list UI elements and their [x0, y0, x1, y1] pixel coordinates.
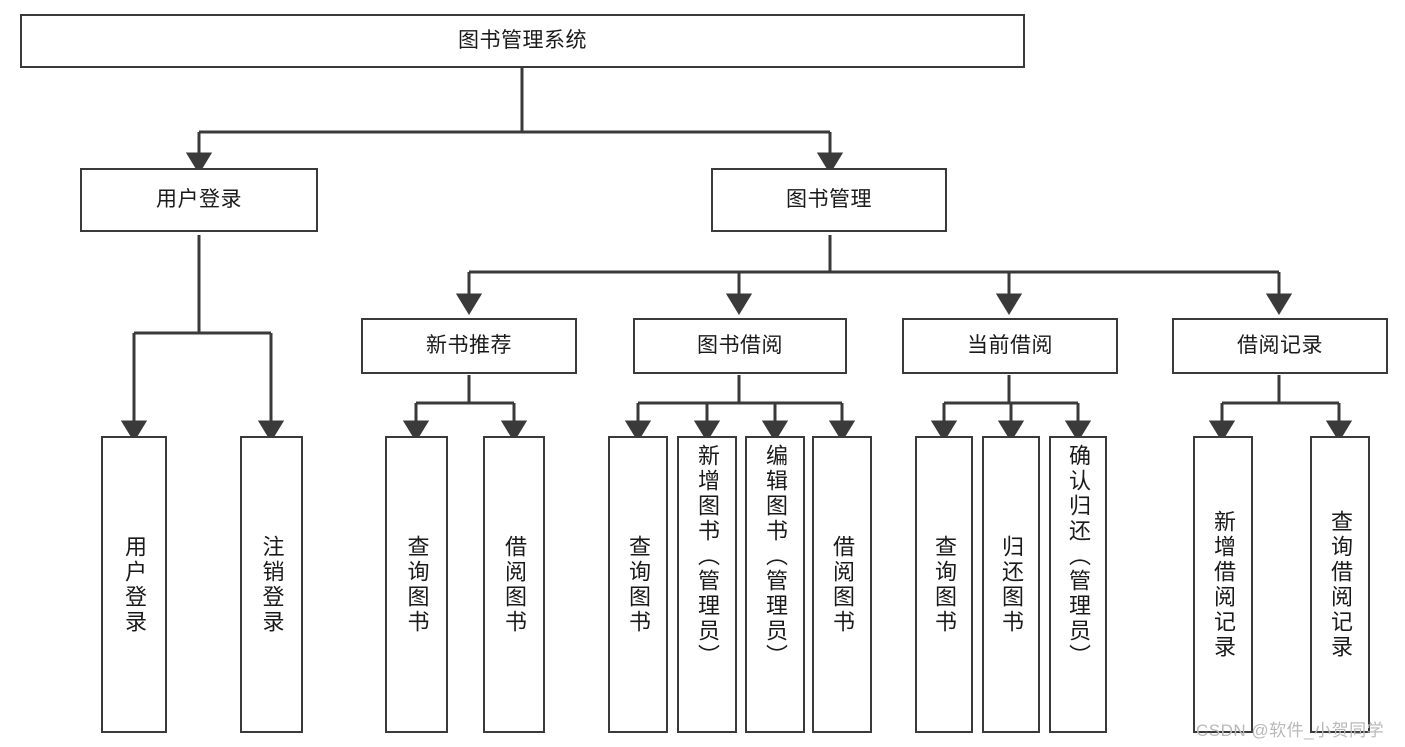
leaf-label: 查询图书 [626, 534, 651, 635]
leaf-borrow-query[interactable]: 查询图书 [608, 436, 668, 733]
leaf-current-query[interactable]: 查询图书 [915, 436, 973, 733]
leaf-label: 注销登录 [259, 534, 285, 635]
node-borrow-record[interactable]: 借阅记录 [1172, 318, 1388, 374]
leaf-label: 查询借阅记录 [1328, 509, 1353, 660]
node-borrow-record-label: 借阅记录 [1237, 334, 1323, 358]
leaf-label: 借阅图书 [502, 534, 527, 635]
leaf-label: 新增图书（管理员） [695, 444, 720, 669]
leaf-user-login-login[interactable]: 用户登录 [101, 436, 167, 733]
node-book-borrow-label: 图书借阅 [697, 334, 783, 358]
leaf-new-book-query[interactable]: 查询图书 [385, 436, 448, 733]
leaf-label: 归还图书 [999, 534, 1024, 635]
node-new-book-recommend[interactable]: 新书推荐 [361, 318, 577, 374]
node-root-label: 图书管理系统 [458, 29, 587, 53]
leaf-label: 查询图书 [932, 534, 957, 635]
leaf-label: 新增借阅记录 [1211, 509, 1236, 660]
node-book-management-label: 图书管理 [786, 188, 872, 212]
leaf-borrow-add-book-admin[interactable]: 新增图书（管理员） [677, 436, 737, 733]
node-root[interactable]: 图书管理系统 [20, 14, 1025, 68]
leaf-borrow-borrow-book[interactable]: 借阅图书 [812, 436, 872, 733]
leaf-record-add[interactable]: 新增借阅记录 [1193, 436, 1253, 733]
node-current-borrow[interactable]: 当前借阅 [902, 318, 1118, 374]
leaf-label: 确认归还（管理员） [1066, 444, 1091, 669]
watermark-csdn: CSDN @软件_小贺同学 [1196, 721, 1385, 740]
node-book-borrow[interactable]: 图书借阅 [633, 318, 847, 374]
leaf-label: 编辑图书（管理员） [763, 444, 788, 669]
leaf-label: 用户登录 [122, 534, 147, 635]
node-user-login[interactable]: 用户登录 [80, 168, 318, 232]
leaf-user-login-logout[interactable]: 注销登录 [240, 436, 303, 733]
node-book-management[interactable]: 图书管理 [711, 168, 947, 232]
leaf-label: 借阅图书 [830, 534, 855, 635]
node-user-login-label: 用户登录 [156, 188, 242, 212]
node-current-borrow-label: 当前借阅 [967, 334, 1053, 358]
leaf-current-confirm-return-admin[interactable]: 确认归还（管理员） [1049, 436, 1107, 733]
leaf-label: 查询图书 [404, 534, 430, 635]
leaf-new-book-borrow[interactable]: 借阅图书 [483, 436, 545, 733]
leaf-current-return[interactable]: 归还图书 [982, 436, 1040, 733]
leaf-borrow-edit-book-admin[interactable]: 编辑图书（管理员） [745, 436, 805, 733]
leaf-record-query[interactable]: 查询借阅记录 [1310, 436, 1370, 733]
node-new-book-recommend-label: 新书推荐 [426, 334, 512, 358]
